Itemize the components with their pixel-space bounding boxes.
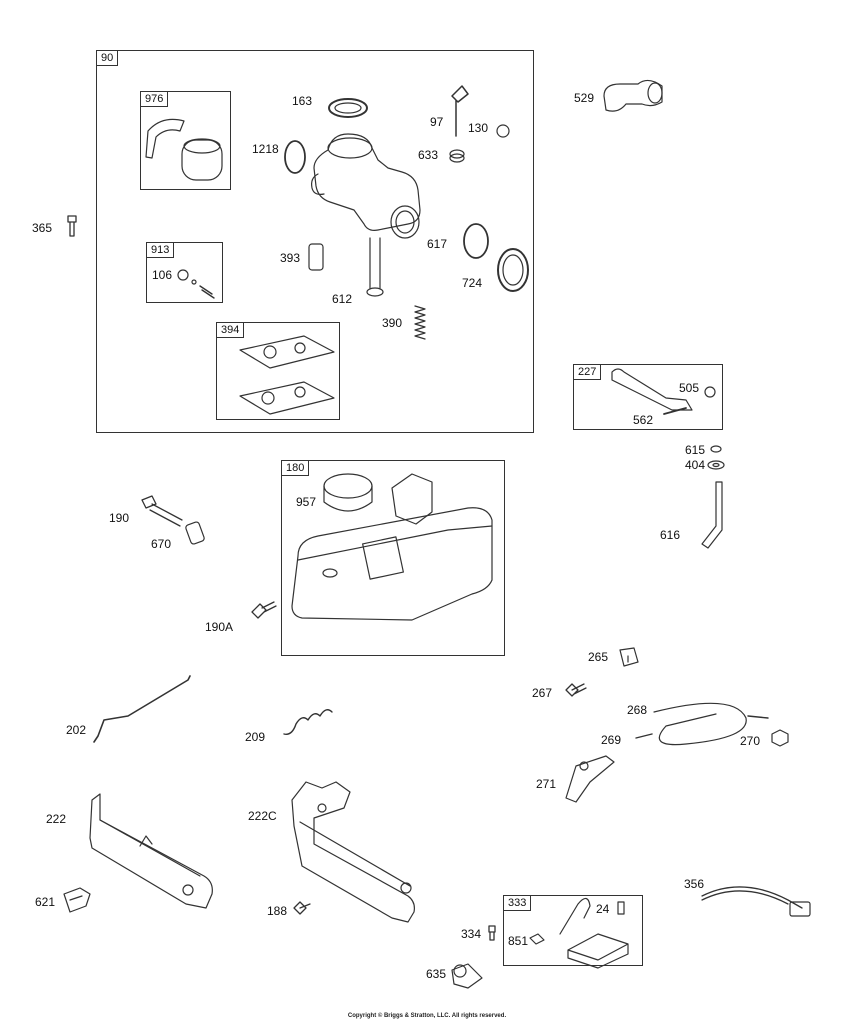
part-label-635: 635: [426, 967, 447, 981]
box-label-227: 227: [573, 364, 602, 380]
ring-1218: [284, 140, 306, 174]
part-label-615: 615: [685, 443, 706, 457]
assembly-333-art: [529, 897, 629, 969]
part-label-1218: 1218: [252, 142, 279, 156]
part-label-616: 616: [660, 528, 681, 542]
part-label-190A: 190A: [205, 620, 234, 634]
fuel-tank-180-art: [291, 473, 493, 621]
part-label-390: 390: [382, 316, 403, 330]
part-label-265: 265: [588, 650, 609, 664]
assembly-box-180: 180: [281, 460, 505, 656]
assembly-box-394: 394: [216, 322, 340, 420]
part-label-222C: 222C: [248, 809, 277, 823]
part-label-334: 334: [461, 927, 482, 941]
assembly-box-976: 976: [140, 91, 231, 190]
part-label-393: 393: [280, 251, 301, 265]
seal-724: [497, 248, 529, 292]
part-label-271: 271: [536, 777, 557, 791]
part-label-24: 24: [596, 902, 610, 916]
part-label-851: 851: [508, 934, 529, 948]
box-label-913: 913: [146, 242, 175, 258]
part-label-633: 633: [418, 148, 439, 162]
part-label-617: 617: [427, 237, 448, 251]
carburetor-art: [311, 133, 421, 297]
ring-617: [463, 223, 489, 259]
part-label-270: 270: [740, 734, 761, 748]
box-label-394: 394: [216, 322, 245, 338]
part-label-209: 209: [245, 730, 266, 744]
part-label-268: 268: [627, 703, 648, 717]
plate-222C-art: [291, 781, 415, 923]
box-label-976: 976: [140, 91, 169, 107]
box-label-333: 333: [503, 895, 532, 911]
box-label-90: 90: [96, 50, 119, 66]
part-label-267: 267: [532, 686, 553, 700]
part-label-365: 365: [32, 221, 53, 235]
assembly-box-333: 333: [503, 895, 643, 966]
part-label-222: 222: [46, 812, 67, 826]
part-label-163: 163: [292, 94, 313, 108]
part-label-562: 562: [633, 413, 654, 427]
part-label-670: 670: [151, 537, 172, 551]
gasket-394-art: [239, 335, 335, 415]
part-label-202: 202: [66, 723, 87, 737]
part-label-529: 529: [574, 91, 595, 105]
part-label-621: 621: [35, 895, 56, 909]
part-label-97: 97: [430, 115, 444, 129]
assembly-box-90: 90: [96, 50, 534, 433]
part-label-404: 404: [685, 458, 706, 472]
part-label-612: 612: [332, 292, 353, 306]
part-label-957: 957: [296, 495, 317, 509]
part-label-356: 356: [684, 877, 705, 891]
part-976-art: [145, 118, 223, 181]
part-label-188: 188: [267, 904, 288, 918]
copyright-notice: Copyright © Briggs & Stratton, LLC. All …: [347, 1013, 507, 1019]
part-label-190: 190: [109, 511, 130, 525]
assembly-box-227: 227: [573, 364, 723, 430]
part-label-505: 505: [679, 381, 700, 395]
assembly-box-913: 913: [146, 242, 223, 303]
part-label-269: 269: [601, 733, 622, 747]
plate-222-art: [89, 793, 213, 909]
part-label-106: 106: [152, 268, 173, 282]
part-label-130: 130: [468, 121, 489, 135]
ring-163: [328, 98, 368, 118]
box-label-180: 180: [281, 460, 310, 476]
part-label-724: 724: [462, 276, 483, 290]
fuel-cap-957-art: [323, 473, 373, 512]
